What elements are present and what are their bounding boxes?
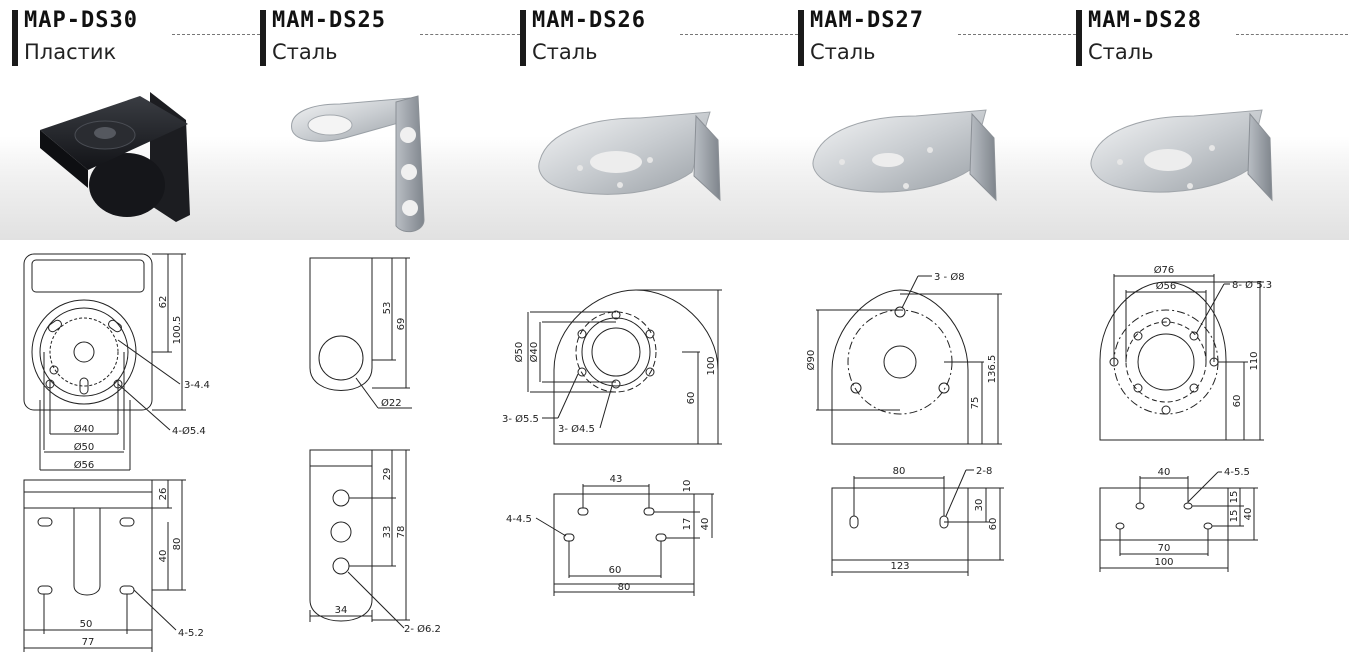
- dim-label: 80: [618, 582, 631, 593]
- drawing-ds26-bottom: [535, 484, 714, 596]
- dim-label: 40: [1158, 467, 1171, 478]
- dim-label: Ø76: [1154, 264, 1175, 276]
- drawing-ds30-top: [23, 253, 186, 471]
- dim-label: 60: [988, 518, 999, 531]
- dim-label: 70: [1158, 543, 1171, 554]
- dim-label: 100: [1154, 557, 1173, 568]
- dim-label: Ø56: [1156, 280, 1177, 292]
- photo-ds30: [40, 92, 190, 222]
- drawing-ds25-side: [309, 449, 410, 629]
- dim-label: 3-4.4: [184, 380, 210, 391]
- dim-label: 136.5: [987, 355, 998, 384]
- dim-label: Ø56: [74, 459, 95, 471]
- dim-label: 33: [382, 526, 393, 539]
- photo-ds25: [291, 95, 425, 233]
- header-divider: [1236, 34, 1348, 35]
- product-column-ds26: MAM-DS26 Сталь: [520, 0, 800, 652]
- dim-label: 123: [890, 561, 909, 572]
- dim-label: 100.5: [172, 316, 183, 345]
- dim-label: 4-5.2: [178, 628, 204, 639]
- photo-ds26: [538, 111, 721, 202]
- dim-label: 4-4.5: [506, 514, 532, 525]
- dim-label: 75: [970, 397, 981, 410]
- product-column-ds27: MAM-DS27 Сталь: [798, 0, 1078, 652]
- photo-ds27: [812, 109, 997, 202]
- dim-label: Ø40: [74, 423, 95, 435]
- header-divider: [680, 34, 798, 35]
- dim-label: 69: [396, 318, 407, 331]
- dim-label: Ø50: [513, 342, 525, 363]
- dim-label: 80: [172, 538, 183, 551]
- dim-label: 29: [382, 468, 393, 481]
- model-name: MAM-DS25: [272, 8, 386, 33]
- dim-label: Ø22: [381, 397, 402, 409]
- product-column-ds30: MAP-DS30 Пластик: [12, 0, 262, 652]
- photo-ds28: [1090, 109, 1273, 202]
- dim-label: 15: [1229, 491, 1240, 504]
- product-column-ds28: MAM-DS28 Сталь: [1076, 0, 1349, 652]
- header-accent-bar: [1076, 10, 1082, 66]
- dim-label: 17: [682, 518, 693, 531]
- dim-label: 4-Ø5.4: [172, 425, 206, 437]
- header-accent-bar: [12, 10, 18, 66]
- dim-label: 62: [158, 296, 169, 309]
- dim-label: 50: [80, 619, 93, 630]
- dim-label: 30: [974, 499, 985, 512]
- header-divider: [172, 34, 260, 35]
- model-name: MAP-DS30: [24, 8, 138, 33]
- dim-label: 26: [158, 488, 169, 501]
- dim-label: 34: [335, 605, 348, 616]
- drawing-ds27-top: [816, 275, 1002, 445]
- header-accent-bar: [798, 10, 804, 66]
- header-divider: [420, 34, 520, 35]
- dim-label: 2-8: [976, 466, 992, 477]
- material-label: Сталь: [532, 40, 598, 64]
- drawing-ds28-bottom: [1099, 471, 1258, 572]
- dim-label: 60: [686, 392, 697, 405]
- dim-label: 40: [158, 550, 169, 563]
- material-label: Сталь: [810, 40, 876, 64]
- header-accent-bar: [260, 10, 266, 66]
- dim-label: Ø50: [74, 441, 95, 453]
- material-label: Сталь: [272, 40, 338, 64]
- dim-label: 3 - Ø8: [934, 271, 965, 283]
- header-divider: [958, 34, 1076, 35]
- dim-label: 60: [609, 565, 622, 576]
- dim-label: 2- Ø6.2: [404, 623, 441, 635]
- drawing-ds28-top: [1099, 274, 1264, 441]
- header-accent-bar: [520, 10, 526, 66]
- drawing-ds27-bottom: [831, 469, 1004, 576]
- dim-label: 40: [700, 518, 711, 531]
- dim-label: 3- Ø4.5: [558, 423, 595, 435]
- dim-label: 110: [1249, 351, 1260, 370]
- material-label: Сталь: [1088, 40, 1154, 64]
- dim-label: Ø40: [528, 342, 540, 363]
- model-name: MAM-DS26: [532, 8, 646, 33]
- dim-label: Ø90: [805, 350, 817, 371]
- drawing-ds26-top: [527, 289, 722, 445]
- product-column-ds25: MAM-DS25 Сталь: [260, 0, 522, 652]
- dim-label: 78: [396, 526, 407, 539]
- dim-label: 80: [893, 466, 906, 477]
- material-label: Пластик: [24, 40, 117, 64]
- dim-label: 77: [82, 637, 95, 648]
- dim-label: 53: [382, 302, 393, 315]
- dim-label: 100: [706, 356, 717, 375]
- drawing-ds30-front: [23, 479, 186, 652]
- dim-label: 10: [682, 480, 693, 493]
- dim-label: 40: [1243, 508, 1254, 521]
- model-name: MAM-DS28: [1088, 8, 1202, 33]
- dim-label: 3- Ø5.5: [502, 413, 539, 425]
- dim-label: 15: [1229, 510, 1240, 523]
- dim-label: 60: [1232, 395, 1243, 408]
- dim-label: 8- Ø 5.3: [1232, 279, 1272, 291]
- drawing-ds25-top: [309, 257, 412, 409]
- dim-label: 43: [610, 474, 623, 485]
- model-name: MAM-DS27: [810, 8, 924, 33]
- dim-label: 4-5.5: [1224, 467, 1250, 478]
